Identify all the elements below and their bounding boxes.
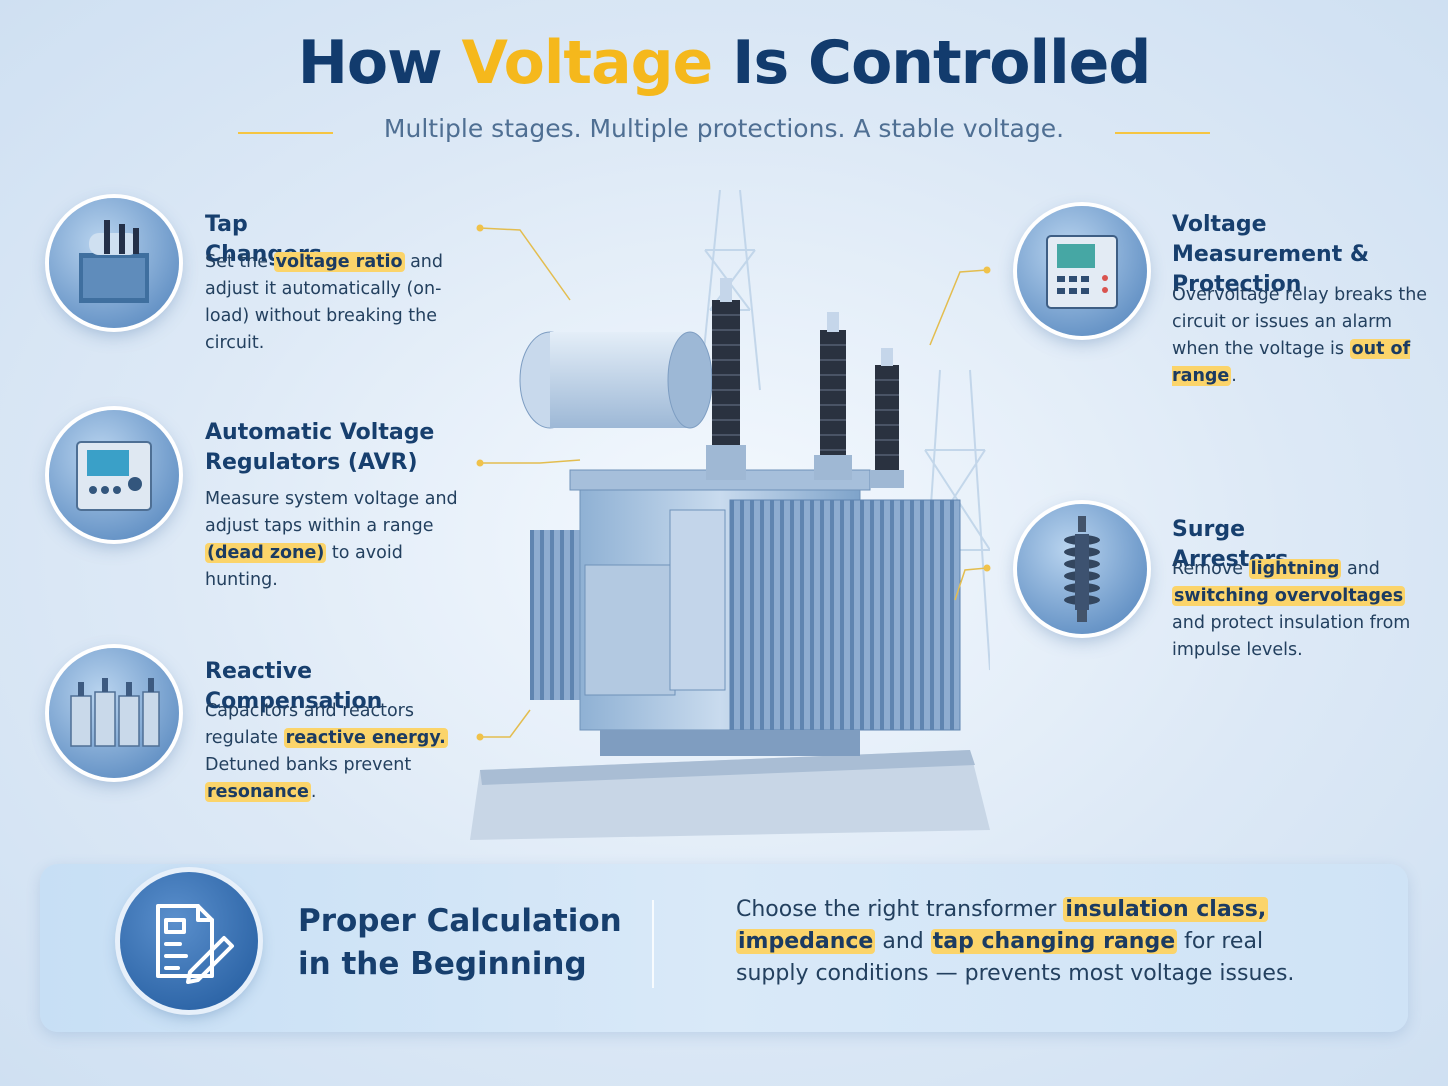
tap-changers-text: Set the voltage ratio and adjust it auto…	[205, 252, 444, 353]
reactive-compensation-title: Reactive Compensation	[205, 659, 383, 714]
highlight-reactive-energy: reactive energy.	[283, 728, 448, 748]
transformer-illustration	[470, 190, 990, 840]
highlight-voltage-ratio: voltage ratio	[273, 252, 405, 272]
highlight-lightning: lightning	[1248, 559, 1342, 579]
highlight-tap-changing-range: tap changing range	[930, 929, 1178, 954]
subtitle-rule-right	[1115, 132, 1210, 134]
highlight-resonance: resonance	[205, 782, 311, 802]
reactive-compensation-text: Capacitors and reactors regulate reactiv…	[205, 701, 448, 802]
protection-relay-icon	[1017, 206, 1147, 336]
avr-title: Automatic Voltage Regulators (AVR)	[205, 420, 435, 475]
proper-calculation-banner: Proper Calculation in the Beginning Choo…	[40, 864, 1408, 1032]
subtitle: Multiple stages. Multiple protections. A…	[383, 114, 1065, 143]
voltage-measurement-title: Voltage Measurement & Protection	[1172, 212, 1370, 297]
highlight-switching-overvoltages: switching overvoltages	[1172, 586, 1406, 606]
highlight-insulation-class: insulation class,	[1063, 897, 1269, 922]
surge-arrestor-icon	[1017, 504, 1147, 634]
connector-lines	[476, 224, 991, 741]
capacitor-bank-icon	[49, 648, 179, 778]
page-title: How Voltage Is Controlled	[297, 28, 1152, 98]
highlight-impedance: impedance	[736, 929, 876, 954]
document-edit-icon	[120, 872, 258, 1010]
avr-text: Measure system voltage and adjust taps w…	[205, 489, 458, 590]
voltage-measurement-text: Overvoltage relay breaks the circuit or …	[1172, 285, 1428, 386]
subtitle-rule-left	[238, 132, 333, 134]
subtitle-row: Multiple stages. Multiple protections. A…	[0, 114, 1448, 154]
avr-controller-icon	[49, 410, 179, 540]
banner-divider	[652, 900, 654, 988]
surge-arrestors-text: Remove lightning and switching overvolta…	[1172, 559, 1411, 660]
proper-calculation-title: Proper Calculation in the Beginning	[298, 903, 622, 982]
tap-changer-transformer-icon	[49, 198, 179, 328]
proper-calculation-text: Choose the right transformer insulation …	[736, 897, 1295, 986]
highlight-dead-zone: (dead zone)	[205, 543, 327, 563]
